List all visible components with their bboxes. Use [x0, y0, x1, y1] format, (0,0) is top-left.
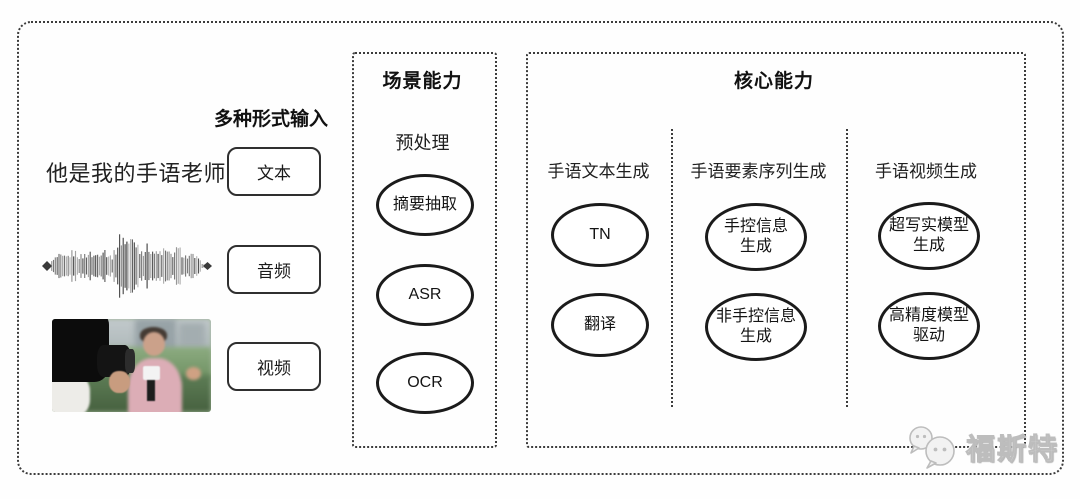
- column-header-sign-element-sequence-generation: 手语要素序列生成: [690, 162, 827, 181]
- input-mode-text-label: 文本: [257, 164, 291, 183]
- scene-panel-title: 场景能力: [382, 71, 463, 92]
- input-mode-text: 文本: [227, 147, 321, 196]
- core-panel-title: 核心能力: [733, 71, 814, 92]
- node-translation: 翻译: [551, 293, 649, 357]
- photo-building-2: [179, 322, 205, 349]
- reporter-photo: [52, 319, 211, 412]
- node-high-precision-model-driving-label: 高精度模型 驱动: [888, 307, 969, 344]
- node-hyperrealistic-model-generation: 超写实模型 生成: [878, 202, 980, 270]
- node-translation-label: 翻译: [583, 316, 616, 333]
- core-column-divider-2: [846, 129, 848, 407]
- input-mode-audio: 音频: [227, 245, 321, 294]
- node-non-manual-info-generation: 非手控信息 生成: [705, 293, 807, 361]
- node-summary-extraction: 摘要抽取: [376, 174, 474, 236]
- input-section-title: 多种形式输入: [214, 109, 329, 130]
- column-header-sign-text-generation: 手语文本生成: [547, 162, 650, 181]
- preprocess-label: 预处理: [395, 133, 450, 153]
- input-mode-audio-label: 音频: [257, 262, 291, 281]
- node-ocr-label: OCR: [407, 374, 443, 391]
- input-mode-video-label: 视频: [257, 359, 291, 378]
- node-summary-extraction-label: 摘要抽取: [392, 196, 457, 213]
- node-tn-label: TN: [589, 226, 611, 243]
- scene-capability-panel: [352, 52, 497, 448]
- node-manual-info-generation-label: 手控信息 生成: [723, 218, 788, 255]
- node-asr-label: ASR: [408, 286, 442, 303]
- photo-microphone: [147, 372, 155, 401]
- input-mode-video: 视频: [227, 342, 321, 391]
- column-header-sign-video-generation: 手语视频生成: [875, 162, 977, 181]
- node-asr: ASR: [376, 264, 474, 326]
- sample-sentence-text: 他是我的手语老师: [46, 161, 227, 186]
- outer-dotted-border: [17, 21, 1064, 475]
- node-non-manual-info-generation-label: 非手控信息 生成: [715, 308, 796, 345]
- node-tn: TN: [551, 203, 649, 267]
- photo-microphone-flag: [142, 365, 161, 381]
- photo-reporter-face: [142, 332, 165, 357]
- node-hyperrealistic-model-generation-label: 超写实模型 生成: [888, 217, 969, 254]
- photo-cameraman-hand: [109, 371, 130, 394]
- node-ocr: OCR: [376, 352, 474, 414]
- node-high-precision-model-driving: 高精度模型 驱动: [878, 292, 980, 360]
- audio-waveform-icon: [42, 234, 212, 298]
- photo-camera-lens-ring: [125, 348, 135, 373]
- core-column-divider-1: [671, 129, 673, 407]
- node-manual-info-generation: 手控信息 生成: [705, 203, 807, 271]
- photo-reporter-hand: [185, 367, 202, 381]
- core-capability-panel: [526, 52, 1026, 448]
